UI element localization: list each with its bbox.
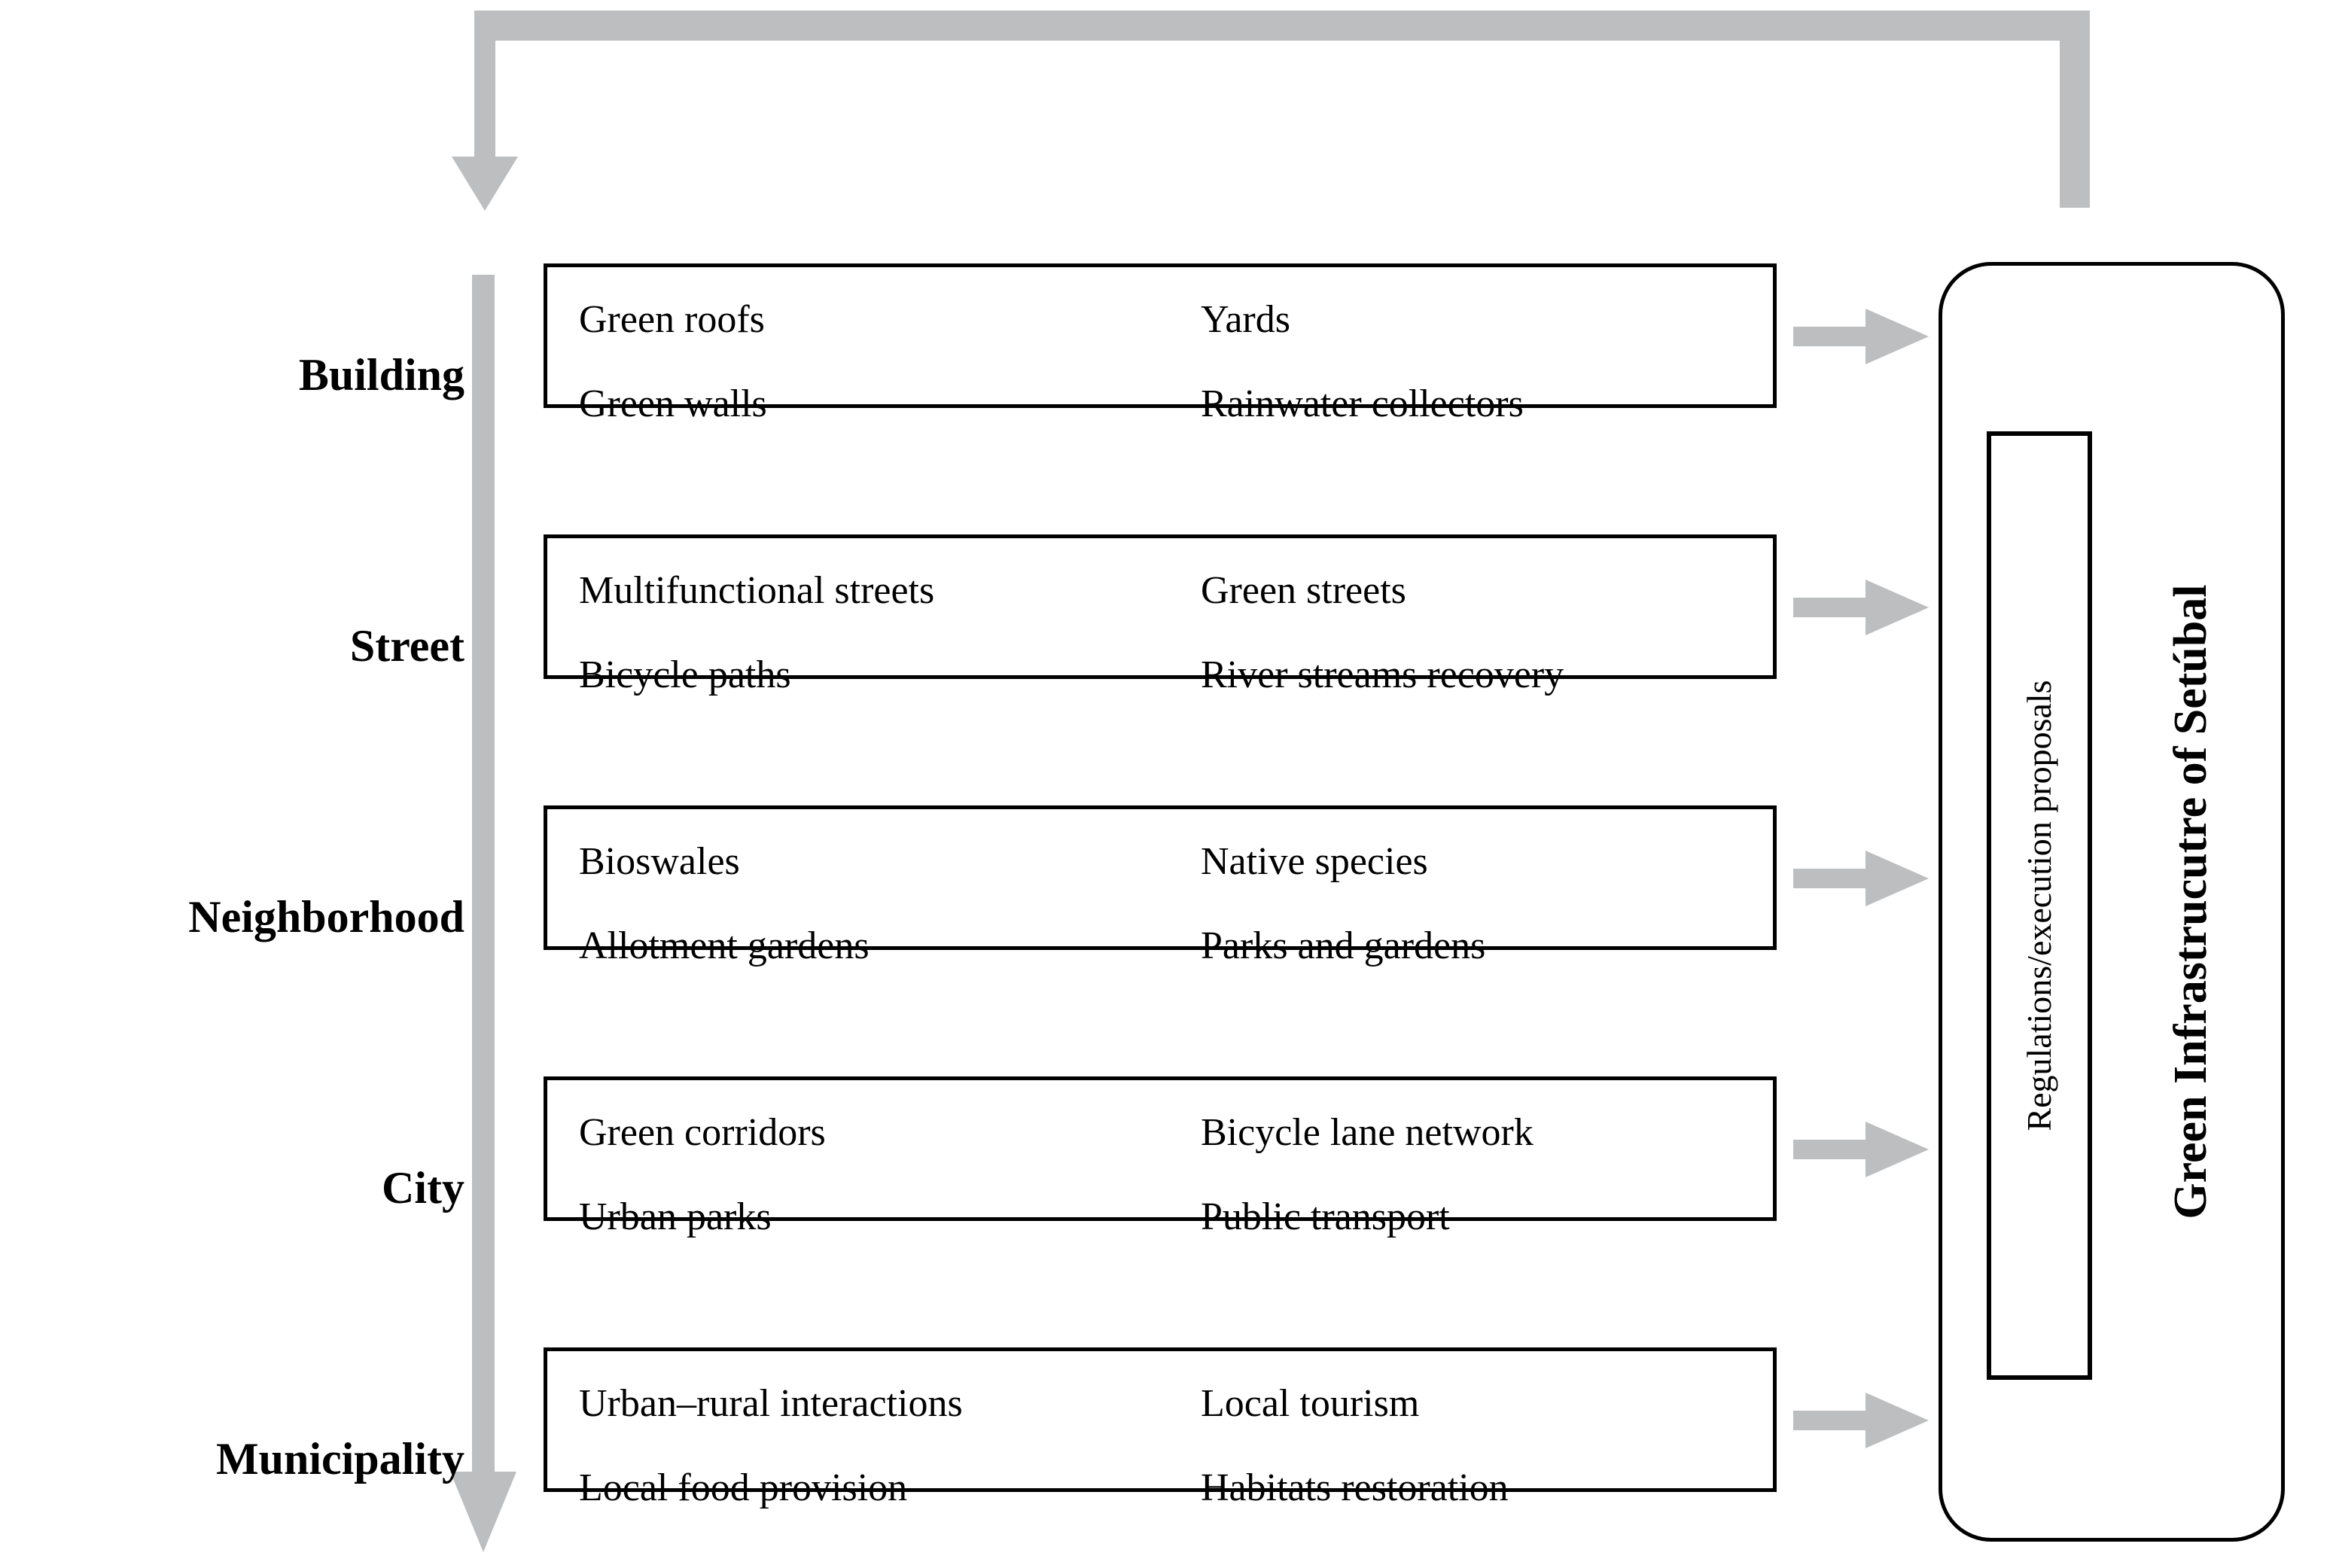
row-flow-arrow-street [1793, 580, 1929, 635]
scale-label-neighborhood: Neighborhood [188, 892, 464, 942]
box-item: Local tourism [1201, 1382, 1420, 1425]
box-item: Allotment gardens [579, 924, 870, 967]
scale-label-building: Building [298, 350, 464, 400]
content-box-municipality: Urban–rural interactions Local tourism L… [544, 1347, 1777, 1508]
scale-label-city: City [382, 1163, 464, 1213]
content-box-neighborhood: Bioswales Native species Allotment garde… [544, 805, 1777, 966]
content-box-city: Green corridors Bicycle lane network Urb… [544, 1076, 1777, 1237]
row-flow-arrow-municipality [1793, 1393, 1929, 1448]
box-item: Public transport [1201, 1195, 1450, 1238]
box-item: Parks and gardens [1201, 924, 1486, 967]
box-item: Rainwater collectors [1201, 382, 1524, 425]
content-box-street: Multifunctional streets Green streets Bi… [544, 534, 1777, 695]
box-item: Green corridors [579, 1111, 826, 1154]
row-flow-arrow-neighborhood [1793, 851, 1929, 906]
box-item: Native species [1201, 840, 1428, 883]
box-item: Bicycle lane network [1201, 1111, 1534, 1154]
box-item: Bioswales [579, 840, 740, 883]
green-infrastructure-title: Green Infrastrucutre of Setúbal [2165, 584, 2216, 1219]
box-item: River streams recovery [1201, 653, 1564, 696]
box-item: Green walls [579, 382, 767, 425]
regulations-proposals-label: Regulations/execution proposals [2020, 680, 2058, 1131]
box-item: Local food provision [579, 1466, 908, 1509]
box-item: Yards [1201, 298, 1290, 341]
scale-label-municipality: Municipality [215, 1434, 464, 1484]
regulations-proposals-box: Regulations/execution proposals [1987, 431, 2092, 1380]
box-item: Urban parks [579, 1195, 772, 1238]
box-item: Urban–rural interactions [579, 1382, 963, 1425]
row-flow-arrow-building [1793, 309, 1929, 364]
scale-label-street: Street [349, 621, 464, 671]
box-item: Bicycle paths [579, 653, 791, 696]
green-infrastructure-container: Regulations/execution proposals Green In… [1939, 262, 2285, 1542]
content-box-building: Green roofs Yards Green walls Rainwater … [544, 263, 1777, 424]
row-flow-arrow-city [1793, 1122, 1929, 1177]
box-item: Green streets [1201, 569, 1406, 612]
box-item: Multifunctional streets [579, 569, 935, 612]
box-item: Green roofs [579, 298, 765, 341]
box-item: Habitats restoration [1201, 1466, 1509, 1509]
